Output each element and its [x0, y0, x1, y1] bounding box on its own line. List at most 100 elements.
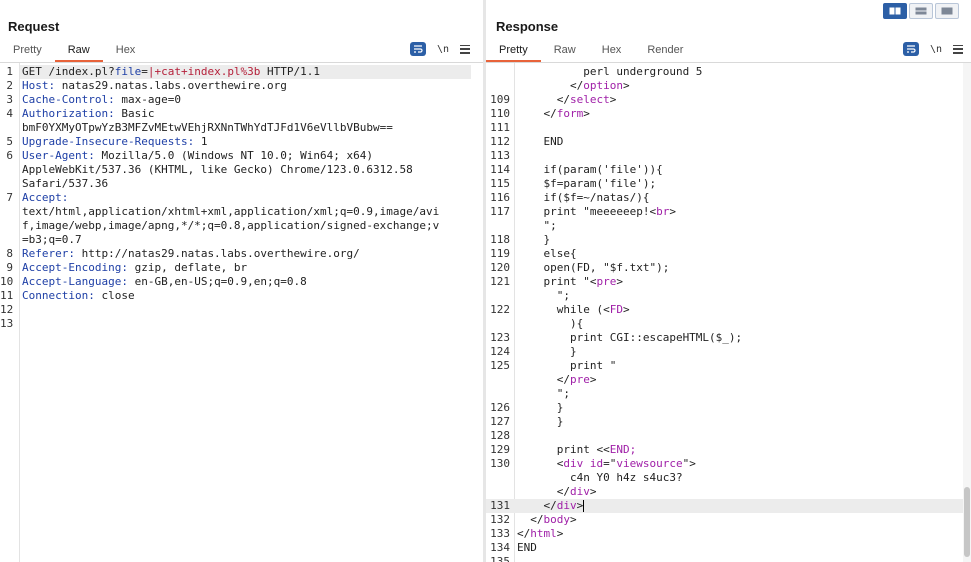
- code-line[interactable]: 129 print <<END;: [486, 443, 971, 457]
- code-line[interactable]: </option>: [486, 79, 971, 93]
- tab-raw[interactable]: Raw: [553, 44, 576, 56]
- code-token: HTTP/1.1: [260, 65, 321, 78]
- code-text: perl underground 5: [517, 65, 702, 79]
- code-line[interactable]: 112 END: [486, 135, 971, 149]
- menu-icon[interactable]: [460, 44, 470, 54]
- code-line[interactable]: f,image/webp,image/apng,*/*;q=0.8,applic…: [0, 219, 483, 233]
- code-line[interactable]: ";: [486, 289, 971, 303]
- code-line[interactable]: text/html,application/xhtml+xml,applicat…: [0, 205, 483, 219]
- code-line[interactable]: bmF0YXMyOTpwYzB3MFZvMEtwVEhjRXNnTWhYdTJF…: [0, 121, 483, 135]
- code-line[interactable]: 13: [0, 317, 483, 331]
- code-line[interactable]: ){: [486, 317, 971, 331]
- request-tabs: Pretty Raw Hex: [0, 41, 148, 62]
- code-line[interactable]: 123 print CGI::escapeHTML($_);: [486, 331, 971, 345]
- code-token: print "<: [517, 275, 597, 288]
- code-line[interactable]: 113: [486, 149, 971, 163]
- tab-render[interactable]: Render: [647, 44, 684, 56]
- code-line[interactable]: 111: [486, 121, 971, 135]
- response-toolbar: \n: [903, 42, 963, 56]
- wrap-lines-icon[interactable]: [903, 42, 919, 56]
- code-line[interactable]: 126 }: [486, 401, 971, 415]
- code-line[interactable]: 9 Accept-Encoding: gzip, deflate, br: [0, 261, 483, 275]
- code-line[interactable]: 133 </html>: [486, 527, 971, 541]
- layout-stacked-icon[interactable]: [909, 3, 933, 19]
- tab-pretty[interactable]: Pretty: [486, 41, 541, 62]
- code-token: FD: [609, 303, 623, 316]
- scroll-thumb[interactable]: [964, 487, 970, 557]
- code-line[interactable]: Safari/537.36: [0, 177, 483, 191]
- code-text: ";: [517, 289, 570, 303]
- code-line[interactable]: 130 <div id="viewsource">: [486, 457, 971, 471]
- code-line[interactable]: 119 else{: [486, 247, 971, 261]
- tab-hex[interactable]: Hex: [601, 44, 622, 56]
- tab-pretty[interactable]: Pretty: [13, 44, 42, 56]
- scrollbar[interactable]: [963, 63, 971, 562]
- code-line[interactable]: 124 }: [486, 345, 971, 359]
- code-line[interactable]: =b3;q=0.7: [0, 233, 483, 247]
- pane-divider[interactable]: [483, 0, 486, 562]
- code-line[interactable]: 131 </div>: [486, 499, 971, 513]
- code-line[interactable]: AppleWebKit/537.36 (KHTML, like Gecko) C…: [0, 163, 483, 177]
- code-line[interactable]: 110 </form>: [486, 107, 971, 121]
- layout-side-by-side-icon[interactable]: [883, 3, 907, 19]
- line-number: 120: [490, 261, 510, 274]
- line-number: 109: [490, 93, 510, 106]
- menu-icon[interactable]: [953, 44, 963, 54]
- code-line[interactable]: 109 </select>: [486, 93, 971, 107]
- tab-raw[interactable]: Raw: [54, 41, 103, 62]
- code-line[interactable]: 114 if(param('file')){: [486, 163, 971, 177]
- code-line[interactable]: 132 </body>: [486, 513, 971, 527]
- text-caret: [583, 500, 585, 512]
- code-text: Accept-Encoding: gzip, deflate, br: [22, 261, 247, 275]
- code-line[interactable]: 115 $f=param('file');: [486, 177, 971, 191]
- wrap-lines-icon[interactable]: [410, 42, 426, 56]
- response-editor[interactable]: perl underground 5 </option>109 </select…: [486, 63, 971, 562]
- line-number: 9: [6, 261, 13, 274]
- code-line[interactable]: 116 if($f=~/natas/){: [486, 191, 971, 205]
- code-line[interactable]: 125 print ": [486, 359, 971, 373]
- newline-toggle-icon[interactable]: \n: [929, 43, 943, 55]
- code-text: </form>: [517, 107, 589, 121]
- code-line[interactable]: perl underground 5: [486, 65, 971, 79]
- code-line[interactable]: 127 }: [486, 415, 971, 429]
- code-token: open(FD, "$f.txt");: [517, 261, 670, 274]
- code-line[interactable]: 128: [486, 429, 971, 443]
- code-line[interactable]: 135: [486, 555, 971, 562]
- code-token: ){: [517, 317, 584, 330]
- code-line[interactable]: c4n Y0 h4z s4uc3?: [486, 471, 971, 485]
- line-number: 133: [490, 527, 510, 540]
- layout-single-icon[interactable]: [935, 3, 959, 19]
- code-line[interactable]: </div>: [486, 485, 971, 499]
- line-number-gutter: [486, 63, 515, 562]
- code-line[interactable]: 117 print "meeeeeep!<br>: [486, 205, 971, 219]
- code-line[interactable]: ";: [486, 387, 971, 401]
- newline-toggle-icon[interactable]: \n: [436, 43, 450, 55]
- code-line[interactable]: </pre>: [486, 373, 971, 387]
- code-token: </: [517, 107, 557, 120]
- code-line[interactable]: 12: [0, 303, 483, 317]
- tab-hex[interactable]: Hex: [115, 44, 136, 56]
- code-line[interactable]: ";: [486, 219, 971, 233]
- line-number: 125: [490, 359, 510, 372]
- line-number: 2: [6, 79, 13, 92]
- code-line[interactable]: 121 print "<pre>: [486, 275, 971, 289]
- code-line[interactable]: 120 open(FD, "$f.txt");: [486, 261, 971, 275]
- code-line[interactable]: 122 while (<FD>: [486, 303, 971, 317]
- code-token: bmF0YXMyOTpwYzB3MFZvMEtwVEhjRXNnTWhYdTJF…: [22, 121, 393, 134]
- code-text: open(FD, "$f.txt");: [517, 261, 669, 275]
- code-line[interactable]: 118 }: [486, 233, 971, 247]
- code-text: </html>: [517, 527, 563, 541]
